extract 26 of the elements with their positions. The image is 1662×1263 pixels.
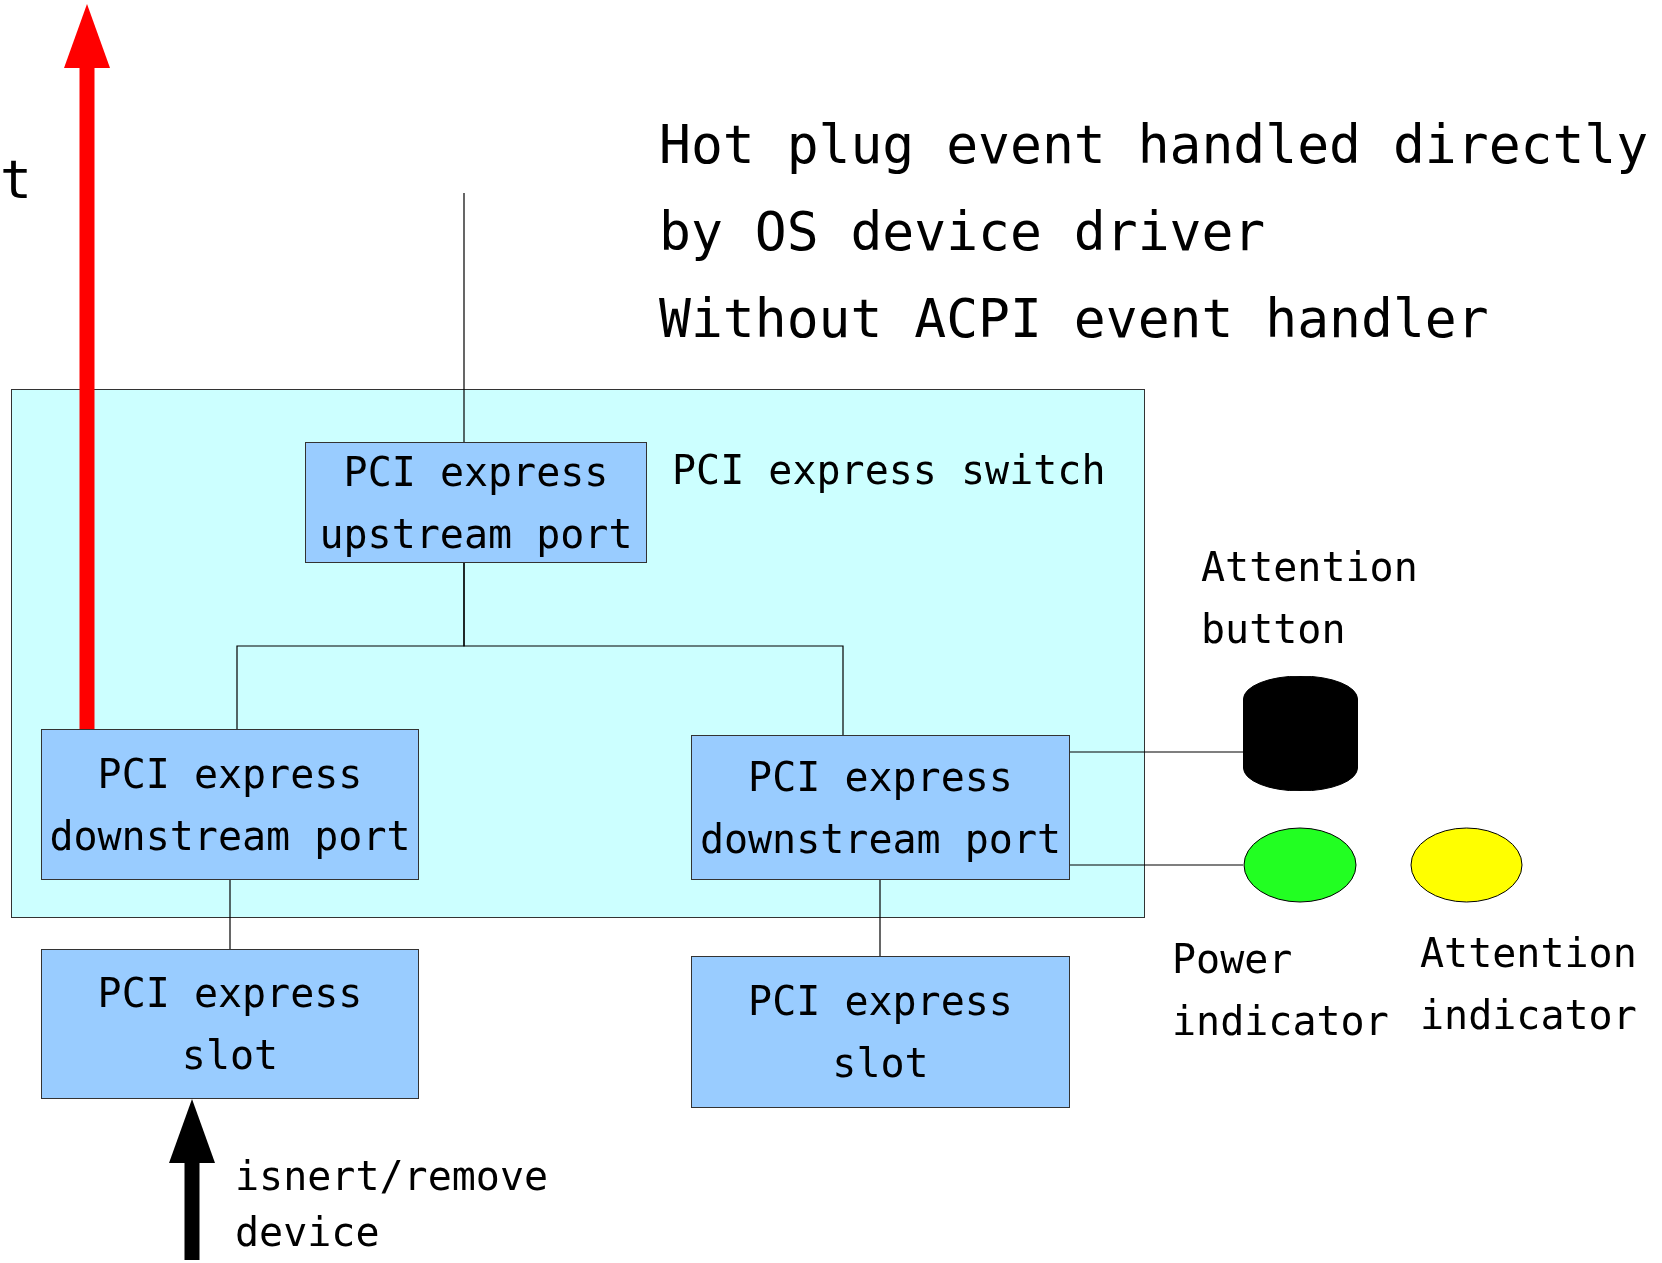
component-label: Power indicator	[1172, 935, 1390, 1046]
component-label: Attention button	[1201, 543, 1419, 654]
arrow	[169, 1099, 215, 1260]
connector-line	[879, 879, 881, 957]
port-box: PCI express downstream port	[41, 729, 419, 880]
note-text: Without ACPI event handler	[659, 287, 1489, 351]
port-box: PCI express downstream port	[691, 735, 1070, 880]
connector-line	[229, 879, 231, 950]
note-text: t	[0, 148, 32, 212]
port-box: PCI express slot	[41, 949, 419, 1099]
arrow	[64, 4, 110, 729]
indicator-lamp	[1243, 827, 1357, 903]
port-box: PCI express upstream port	[305, 442, 647, 563]
group-heading: PCI express switch	[672, 446, 1106, 495]
note-text: by OS device driver	[659, 200, 1266, 264]
connector-line	[463, 562, 844, 736]
connector-line	[1069, 864, 1244, 866]
note-text: isnert/remove device	[235, 1152, 550, 1257]
port-box: PCI express slot	[691, 956, 1070, 1108]
component-label: Attention indicator	[1420, 929, 1638, 1040]
button-cylinder	[1243, 676, 1358, 791]
switch-panel	[11, 389, 1145, 918]
connector-line	[463, 192, 465, 443]
connector-line	[1069, 751, 1244, 753]
indicator-lamp	[1410, 827, 1523, 903]
note-text: Hot plug event handled directly	[659, 113, 1649, 177]
